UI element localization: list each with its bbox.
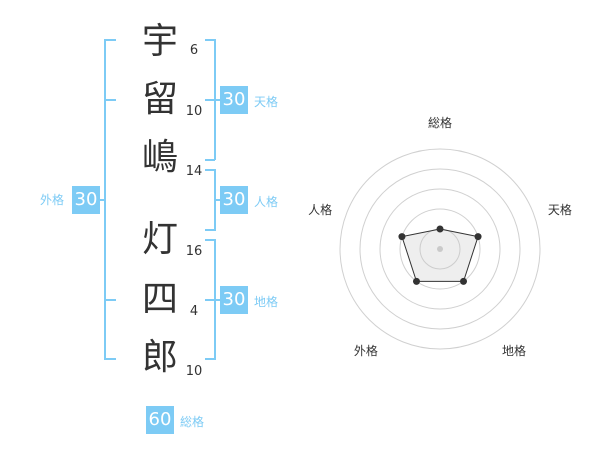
chikaku-label: 地格 <box>254 295 279 309</box>
radar-axis-label: 天格 <box>548 202 572 217</box>
stroke-count: 16 <box>185 244 203 259</box>
chikaku-value: 30 <box>220 286 248 314</box>
radar-ring <box>399 208 481 290</box>
radar-axis-label: 外格 <box>354 343 378 358</box>
radar-point <box>436 225 444 233</box>
jinkaku-label: 人格 <box>254 195 279 209</box>
radar-axis-label: 人格 <box>308 202 332 217</box>
radar-ring <box>379 188 501 310</box>
radar-area <box>401 228 479 282</box>
soukaku-value: 60 <box>146 406 174 434</box>
stroke-count: 14 <box>185 164 203 179</box>
name-char: 郎 <box>141 337 178 378</box>
radar-point <box>460 277 468 285</box>
radar-center <box>437 246 443 252</box>
radar-point <box>412 277 420 285</box>
jinkaku-value: 30 <box>220 186 248 214</box>
tenkaku-value: 30 <box>220 86 248 114</box>
tenkaku-label: 天格 <box>254 95 279 109</box>
radar-axis-label: 地格 <box>502 343 526 358</box>
gaikaku-value: 30 <box>72 186 100 214</box>
stroke-count: 10 <box>185 104 203 119</box>
stroke-count: 6 <box>189 43 199 58</box>
radar-point <box>398 233 406 241</box>
radar-point <box>474 233 482 241</box>
name-char: 四 <box>141 279 178 320</box>
radar-ring <box>339 148 541 350</box>
stroke-count: 4 <box>189 304 199 319</box>
soukaku-label: 総格 <box>180 415 205 429</box>
name-char: 宇 <box>141 21 178 62</box>
name-char: 灯 <box>141 219 178 260</box>
name-char: 留 <box>141 79 178 120</box>
radar-ring <box>359 168 521 330</box>
stroke-count: 10 <box>185 364 203 379</box>
radar-axis-label: 総格 <box>428 115 452 130</box>
gaikaku-label: 外格 <box>40 193 65 207</box>
name-char: 嶋 <box>141 137 178 178</box>
